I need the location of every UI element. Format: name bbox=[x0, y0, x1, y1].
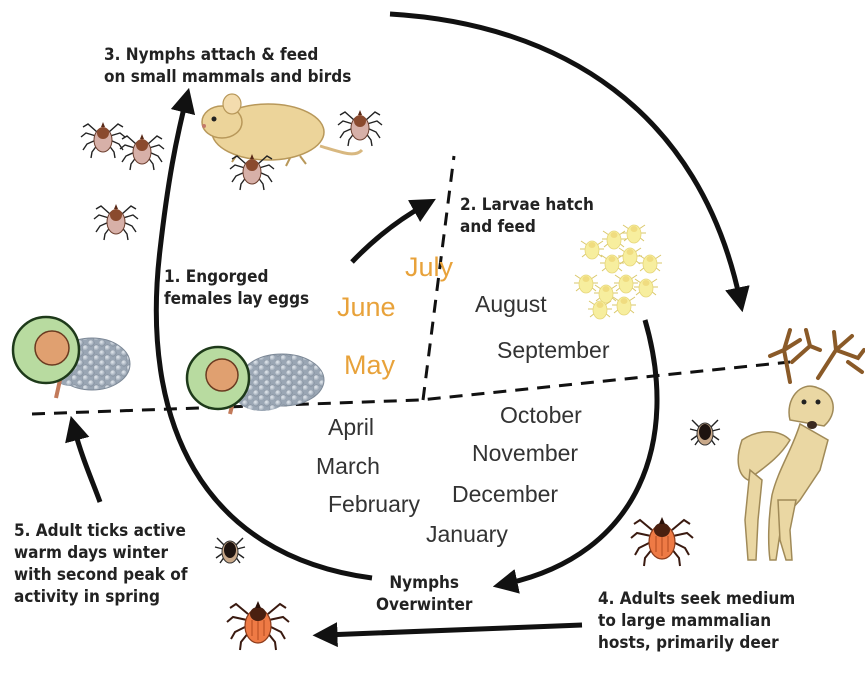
month-label-june: June bbox=[337, 294, 396, 320]
nymph-tick-icon bbox=[338, 110, 382, 146]
season-divider-line bbox=[32, 362, 790, 414]
larva-tick-icon bbox=[574, 225, 662, 319]
month-label-april: April bbox=[328, 414, 374, 440]
month-label-july: July bbox=[405, 254, 453, 280]
month-label-august: August bbox=[475, 291, 547, 317]
month-label-december: December bbox=[452, 481, 558, 507]
stage-3-label: 3. Nymphs attach & feed on small mammals… bbox=[104, 44, 351, 88]
nymph-tick-icon bbox=[94, 204, 138, 240]
month-label-march: March bbox=[316, 453, 380, 479]
month-label-february: February bbox=[328, 491, 420, 517]
nymph-tick-icon bbox=[81, 122, 125, 158]
month-label-january: January bbox=[426, 521, 508, 547]
stage-5-label: 5. Adult ticks active warm days winter w… bbox=[14, 520, 187, 608]
month-label-november: November bbox=[472, 440, 578, 466]
stage-4-label: 4. Adults seek medium to large mammalian… bbox=[598, 588, 795, 654]
engorged-tick-icon bbox=[187, 347, 249, 414]
cycle-arrow-spring-to-eggs bbox=[74, 428, 100, 502]
cycle-arrow-adults-to-winter bbox=[325, 625, 582, 635]
mouse-icon bbox=[202, 94, 362, 166]
adult-tick-icon bbox=[631, 517, 693, 566]
month-label-september: September bbox=[497, 337, 610, 363]
stage-1-label: 1. Engorged females lay eggs bbox=[164, 266, 309, 310]
nymphs-overwinter-label: Nymphs Overwinter bbox=[376, 572, 472, 616]
month-label-october: October bbox=[500, 402, 582, 428]
adult-tick-icon bbox=[227, 601, 289, 650]
adult-tick-icon bbox=[215, 538, 245, 563]
stage-2-label: 2. Larvae hatch and feed bbox=[460, 194, 594, 238]
month-label-may: May bbox=[344, 352, 395, 378]
nymph-tick-icon bbox=[120, 134, 164, 170]
adult-tick-icon bbox=[690, 420, 720, 445]
